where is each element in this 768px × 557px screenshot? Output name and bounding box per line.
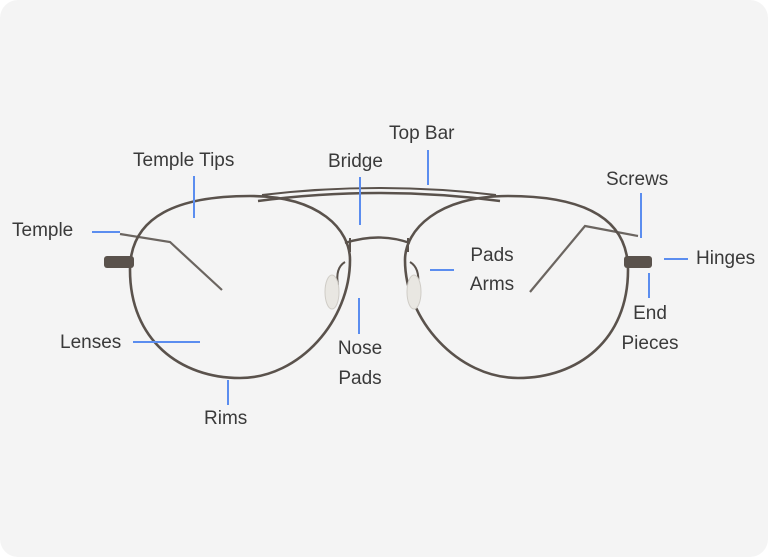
- label-line: Pads: [338, 368, 382, 389]
- label-bridge: Bridge: [328, 151, 383, 172]
- leader-line: [648, 273, 650, 298]
- label-rims: Rims: [204, 408, 248, 429]
- label-end-pieces: End Pieces: [618, 303, 682, 355]
- leader-line: [358, 298, 360, 334]
- label-lenses: Lenses: [60, 332, 122, 353]
- label-line: Arms: [469, 274, 515, 295]
- label-temple-tips: Temple Tips: [133, 150, 235, 171]
- label-screws: Screws: [606, 169, 669, 190]
- label-temple: Temple: [12, 220, 74, 241]
- label-hinges: Hinges: [696, 248, 756, 269]
- leader-line: [92, 231, 120, 233]
- leader-line: [227, 380, 229, 405]
- leader-line: [427, 150, 429, 185]
- right-rim: [403, 194, 630, 380]
- left-pad-arm: [336, 261, 346, 286]
- left-end-piece: [104, 256, 134, 268]
- label-line: Nose: [337, 338, 383, 359]
- bridge: [344, 236, 411, 245]
- right-end-piece: [624, 256, 652, 268]
- left-nose-pad: [324, 274, 340, 310]
- label-top-bar: Top Bar: [389, 123, 455, 144]
- leader-line: [640, 193, 642, 238]
- right-nose-pad: [406, 274, 422, 310]
- leader-line: [193, 176, 195, 218]
- top-bar: [257, 191, 501, 203]
- leader-line: [133, 341, 200, 343]
- left-rim: [128, 194, 352, 380]
- label-pads-arms: Pads Arms: [464, 245, 520, 296]
- leader-line: [359, 177, 361, 225]
- label-line: Pieces: [621, 333, 679, 354]
- leader-line: [664, 258, 688, 260]
- label-line: Pads: [470, 245, 514, 266]
- label-nose-pads: Nose Pads: [332, 338, 388, 390]
- right-temple-arm: [529, 224, 639, 293]
- leader-line: [430, 269, 454, 271]
- label-line: End: [633, 303, 667, 324]
